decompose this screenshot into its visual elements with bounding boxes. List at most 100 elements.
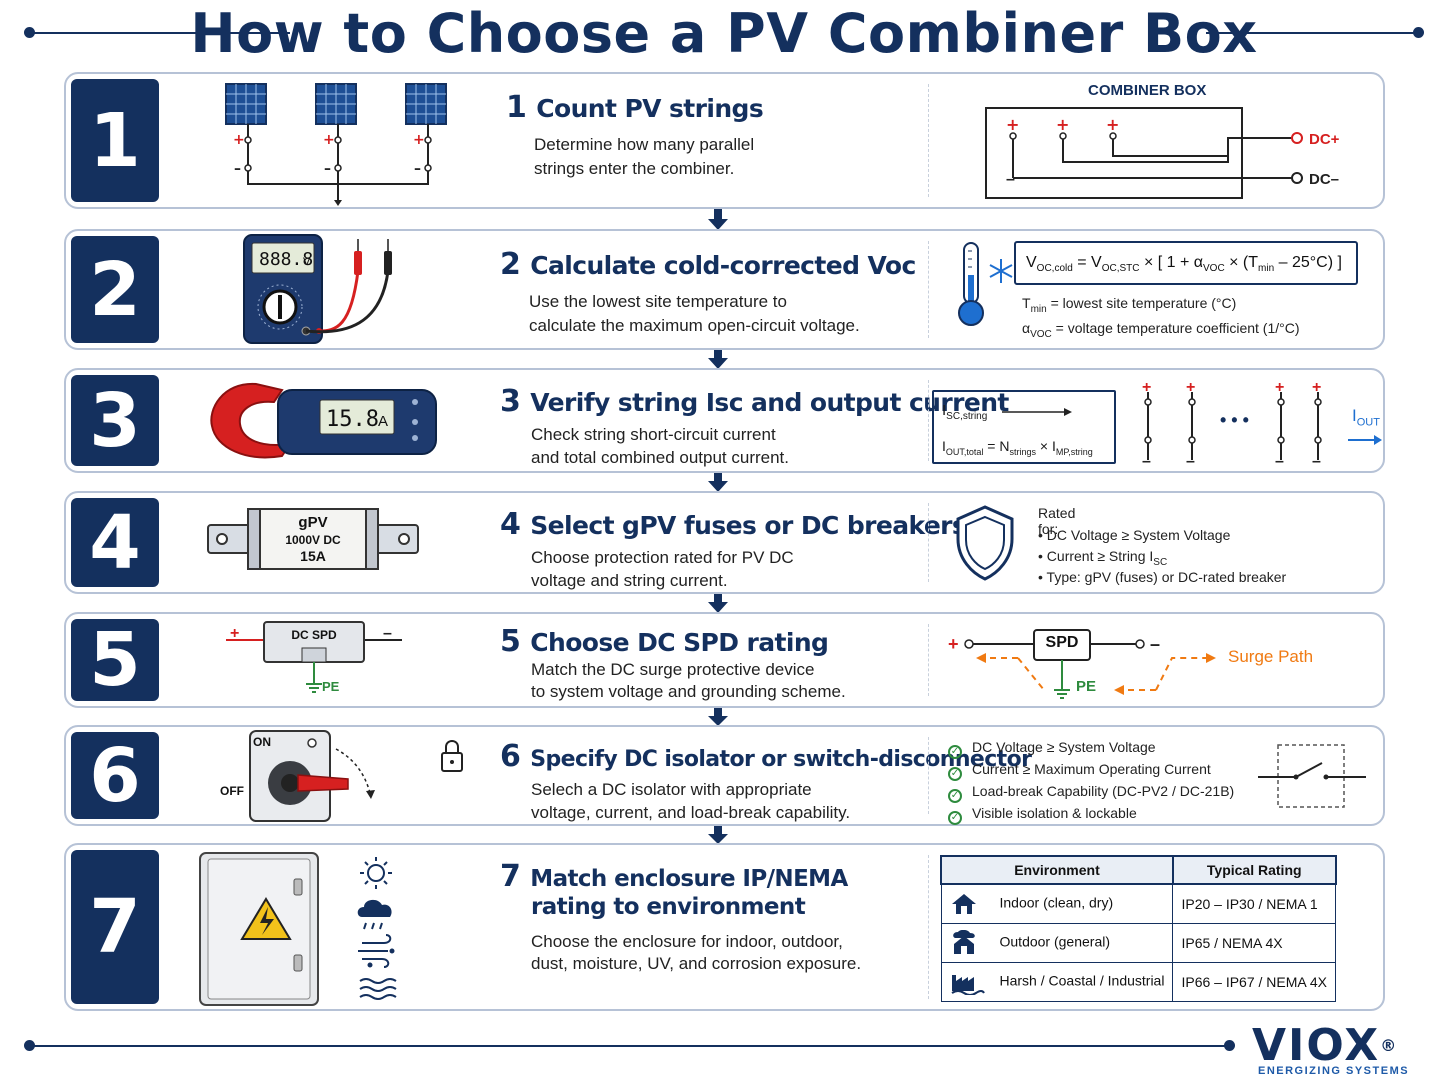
- svg-text:15A: 15A: [300, 548, 326, 564]
- svg-text:+: +: [230, 625, 239, 642]
- pv-strings-illustration: +– +– +–: [225, 83, 447, 206]
- surge-path-label: Surge Path: [1228, 647, 1314, 666]
- isc-label: ISC,string: [942, 402, 988, 422]
- header-rule-left: [30, 32, 290, 34]
- pe-label: PE: [1076, 678, 1097, 695]
- step-title-number: 7: [500, 859, 521, 894]
- check-icon: ✓: [948, 789, 962, 803]
- arrow-down-icon: [708, 594, 728, 613]
- arrow-down-icon: [708, 708, 728, 726]
- combiner-box-label: COMBINER BOX: [1088, 82, 1207, 99]
- list-item: ✓Load-break Capability (DC-PV2 / DC-21B): [948, 781, 1234, 803]
- divider: [928, 241, 929, 338]
- step-title-number: 3: [500, 384, 521, 419]
- tmin-definition: Tmin = lowest site temperature (°C): [1022, 295, 1237, 315]
- enclosure-illustration: [199, 852, 397, 1006]
- step-number: 1: [71, 79, 159, 202]
- step-7: 7 7 Match enclosure IP/NEMA rating to env…: [64, 843, 1385, 1011]
- step-desc: Selech a DC isolator with appropriate vo…: [531, 780, 851, 822]
- requirements-list: ✓DC Voltage ≥ System Voltage ✓Current ≥ …: [948, 737, 1234, 825]
- svg-text:+: +: [413, 132, 425, 148]
- padlock-icon: [441, 740, 463, 772]
- rated-for-label: Rated for:: [1038, 505, 1076, 537]
- voc-formula: VOC,cold = VOC,STC × [ 1 + αVOC × (Tmin …: [1014, 241, 1358, 285]
- step-desc: Choose protection rated for PV DC voltag…: [531, 548, 794, 590]
- divider: [928, 503, 929, 582]
- table-header-rating: Typical Rating: [1171, 855, 1337, 885]
- meter-display: 888.8: [259, 249, 313, 270]
- step-title: Verify string Isc and output current: [530, 388, 1009, 417]
- svg-text:–: –: [1006, 171, 1015, 188]
- step-title: Count PV strings: [536, 94, 764, 123]
- svg-text:–: –: [324, 161, 331, 177]
- step-title: Choose DC SPD rating: [530, 628, 829, 657]
- clamp-display: 15.8: [326, 407, 379, 432]
- sun-icon: [360, 857, 392, 889]
- ellipsis: • • •: [1220, 410, 1249, 430]
- rating-table: Environment Typical Rating Indoor (clean…: [940, 855, 1337, 1002]
- check-icon: ✓: [948, 745, 962, 759]
- page-title: How to Choose a PV Combiner Box: [190, 2, 1258, 65]
- svg-text:PE: PE: [322, 679, 340, 694]
- alpha-definition: αVOC = voltage temperature coefficient (…: [1022, 320, 1300, 340]
- solar-panel-icon: [225, 83, 447, 125]
- svg-text:–: –: [1312, 453, 1321, 470]
- step-3: 3 15.8 A 3 Verify string Isc and output c…: [64, 368, 1385, 473]
- footer-rule: [28, 1045, 1228, 1047]
- svg-text:OFF: OFF: [220, 784, 244, 798]
- svg-text:+: +: [1006, 115, 1019, 134]
- svg-text:+: +: [323, 132, 335, 148]
- footer-dot-right: [1224, 1040, 1235, 1051]
- house-icon: [951, 893, 976, 914]
- svg-text:–: –: [1142, 453, 1151, 470]
- svg-text:–: –: [1186, 453, 1195, 470]
- svg-text:ON: ON: [253, 735, 271, 749]
- outdoor-house-icon: [952, 929, 975, 954]
- step-title-number: 2: [500, 247, 521, 282]
- arrow-down-icon: [708, 350, 728, 369]
- svg-text:+: +: [948, 634, 959, 654]
- spd-label: SPD: [1045, 634, 1079, 651]
- multimeter-illustration: 888.8 V: [243, 234, 392, 344]
- divider: [928, 737, 929, 814]
- svg-text:+: +: [233, 132, 245, 148]
- step-number: 6: [71, 732, 159, 819]
- step-title: Match enclosure IP/NEMA: [530, 866, 848, 892]
- svg-text:+: +: [1106, 115, 1119, 134]
- svg-text:–: –: [1150, 634, 1160, 654]
- svg-text:+: +: [1056, 115, 1069, 134]
- step-title-number: 6: [500, 739, 521, 774]
- step-title: Calculate cold-corrected Voc: [530, 251, 916, 280]
- step-number: 3: [71, 375, 159, 466]
- page-header: How to Choose a PV Combiner Box: [0, 0, 1448, 66]
- list-item: ✓Visible isolation & lockable: [948, 803, 1234, 825]
- step-desc: Check string short-circuit current and t…: [531, 425, 789, 467]
- step-desc: Choose the enclosure for indoor, outdoor…: [531, 932, 862, 973]
- step-title-number: 1: [506, 90, 527, 125]
- svg-text:DC SPD: DC SPD: [291, 628, 337, 642]
- svg-text:–: –: [414, 161, 421, 177]
- factory-icon: [950, 974, 985, 996]
- step-number: 2: [71, 236, 159, 343]
- step-title-number: 4: [500, 507, 521, 542]
- water-waves-icon: [359, 978, 397, 1000]
- iout-label: IOUT: [1352, 406, 1380, 429]
- clamp-meter-illustration: 15.8 A: [210, 382, 437, 459]
- svg-text:1000V DC: 1000V DC: [285, 533, 341, 547]
- step-number: 7: [71, 850, 159, 1004]
- step-title-line-2: rating to environment: [531, 894, 806, 920]
- step-text: 7 Match enclosure IP/NEMA rating to envir…: [500, 862, 862, 975]
- divider: [928, 380, 929, 461]
- check-icon: ✓: [948, 767, 962, 781]
- iout-formula: IOUT,total = Nstrings × IMP,string: [942, 438, 1093, 457]
- list-item: ✓Current ≥ Maximum Operating Current: [948, 759, 1234, 781]
- rain-cloud-icon: [357, 899, 392, 930]
- dc-spd-illustration: DC SPD + – PE: [226, 621, 402, 694]
